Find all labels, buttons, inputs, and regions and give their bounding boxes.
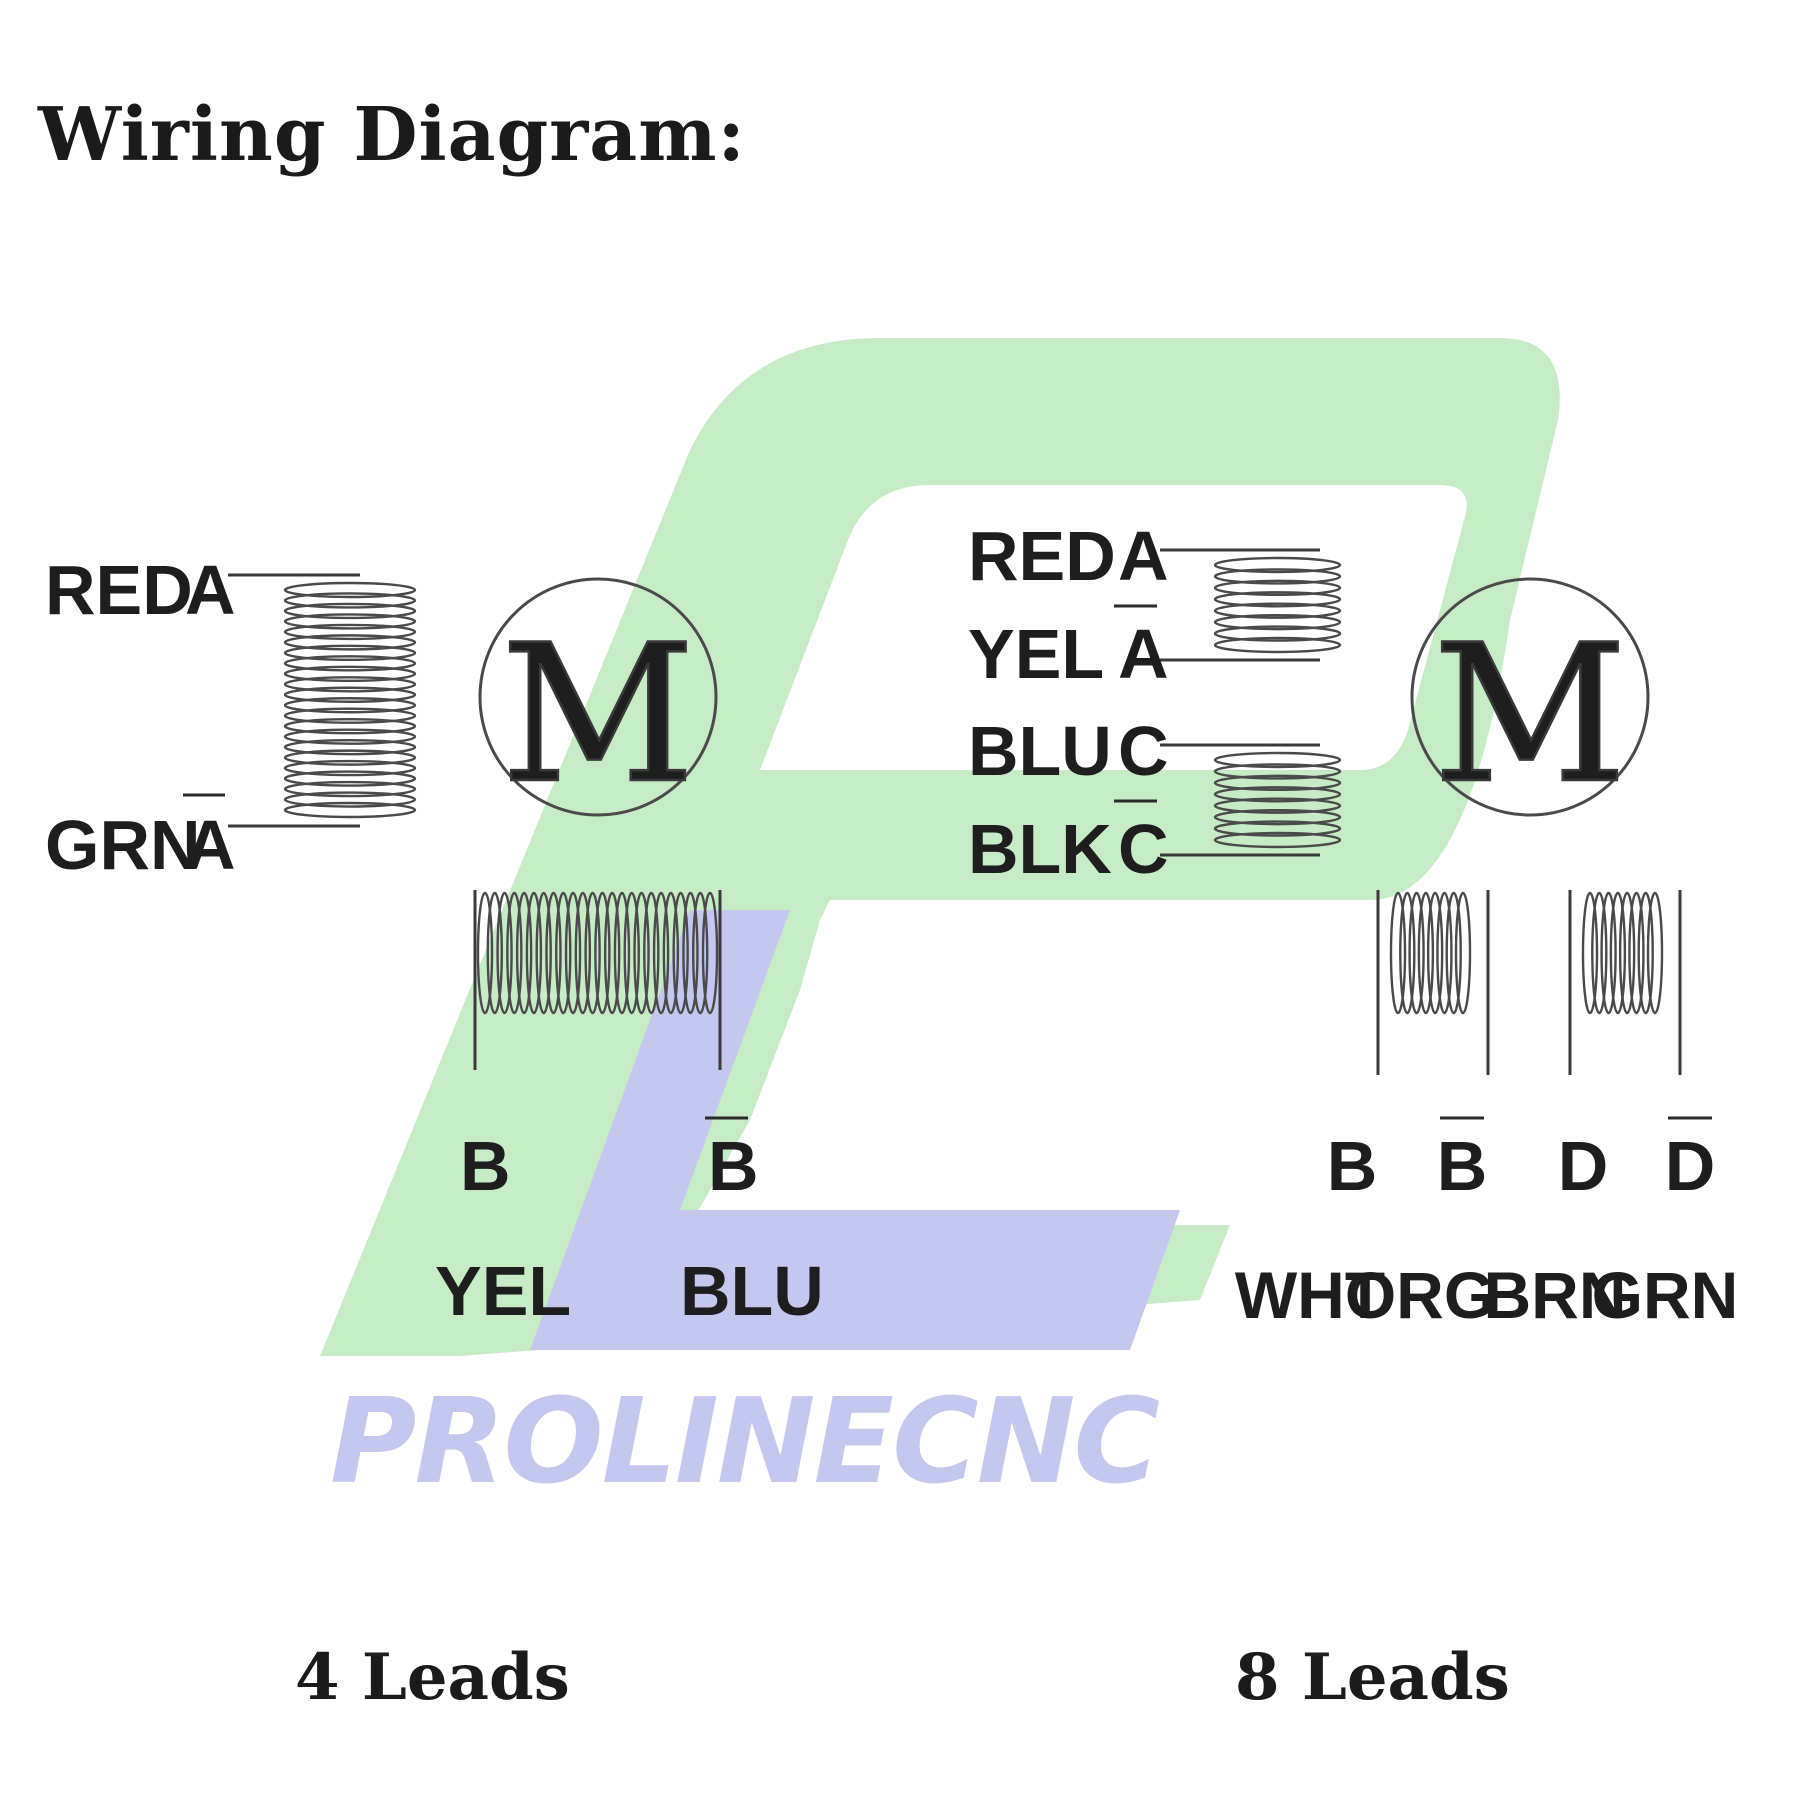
four-lead-coil-b	[473, 890, 722, 1070]
eight-lead-bottom-terminal-0: B	[1327, 1127, 1378, 1205]
motor-symbol-8: M	[1433, 604, 1628, 825]
coil-a-bottom-wire: GRN	[45, 806, 201, 884]
coil-b-left-wire: YEL	[435, 1252, 571, 1330]
eight-lead-terminal-2: C	[1118, 712, 1169, 790]
coil-a-winding	[283, 581, 417, 819]
coil-d-winding-8	[1581, 891, 1664, 1015]
caption-eight-leads: 8 Leads	[1235, 1640, 1510, 1715]
coil-b-winding-8	[1389, 891, 1472, 1015]
watermark-text: PROLINECNC	[330, 1372, 1160, 1510]
coil-a-winding-8	[1213, 556, 1342, 654]
eight-lead-terminal-1: A	[1118, 615, 1169, 693]
coil-c-winding-8	[1213, 751, 1342, 849]
eight-lead-wire-1: YEL	[968, 615, 1104, 693]
eight-lead-terminal-3: C	[1118, 810, 1169, 888]
eight-lead-bottom-terminal-1: B	[1437, 1127, 1488, 1205]
coil-b-right-terminal: B	[708, 1127, 759, 1205]
eight-lead-wire-3: BLK	[968, 810, 1112, 888]
eight-lead-coils-left	[1160, 548, 1342, 857]
coil-b-winding	[476, 891, 719, 1015]
eight-lead-bottom-terminal-2: D	[1558, 1127, 1609, 1205]
eight-lead-bottom-wire-3: GRN	[1592, 1258, 1739, 1332]
eight-lead-wire-0: RED	[968, 517, 1116, 595]
caption-four-leads: 4 Leads	[295, 1640, 570, 1715]
eight-lead-bottom-terminal-3: D	[1665, 1127, 1716, 1205]
eight-lead-coils-bottom	[1376, 890, 1682, 1075]
motor-symbol: M	[501, 604, 696, 825]
eight-lead-bottom-wire-0: WHT	[1235, 1258, 1385, 1332]
coil-b-left-terminal: B	[460, 1127, 511, 1205]
four-lead-coil-a	[228, 573, 417, 828]
watermark-l-shape	[530, 910, 1180, 1350]
coil-a-bottom-terminal: A	[185, 806, 236, 884]
eight-lead-terminal-0: A	[1118, 517, 1169, 595]
coil-b-right-wire: BLU	[680, 1252, 824, 1330]
coil-a-top-terminal: A	[185, 551, 236, 629]
eight-lead-bottom-wire-1: ORG	[1345, 1258, 1495, 1332]
four-lead-motor: M	[478, 577, 718, 826]
coil-a-top-wire: RED	[45, 551, 193, 629]
eight-lead-bottom-wire-2: BRN	[1484, 1258, 1627, 1332]
eight-lead-motor: M	[1410, 577, 1650, 826]
eight-lead-wire-2: BLU	[968, 712, 1112, 790]
page-title: Wiring Diagram:	[38, 92, 746, 178]
